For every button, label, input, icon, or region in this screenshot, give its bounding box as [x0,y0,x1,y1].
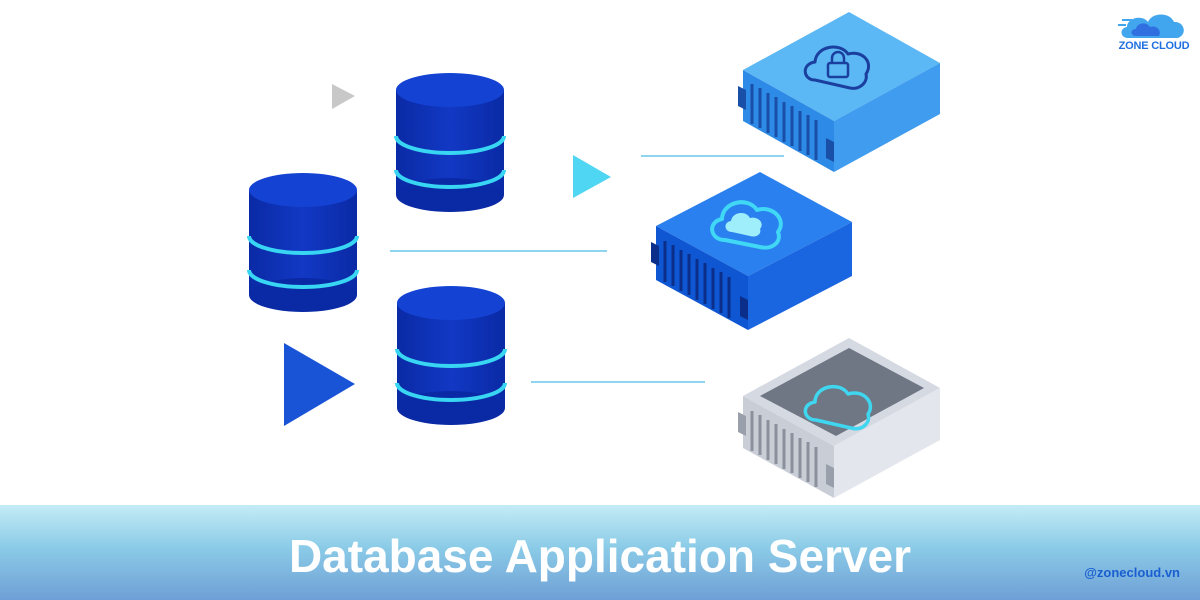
arrow-cyan-icon [573,155,611,198]
vent-grille [663,241,731,318]
social-handle: @zonecloud.vn [1084,565,1180,580]
server-cloud [651,172,852,330]
zonecloud-logo: ZONE CLOUD [1112,10,1192,54]
database-icon [394,73,506,212]
architecture-illustration [247,12,940,498]
cloud-lock-icon [803,45,871,90]
vent-grille [750,84,818,160]
server-secure [738,12,940,172]
cloud-logo-icon [1118,14,1184,38]
vent-grille [750,411,818,487]
page-title: Database Application Server [288,530,912,582]
arrow-gray-icon [332,84,355,109]
arrow-blue-icon [284,343,355,426]
database-icon [247,173,359,312]
database-icon [395,286,507,425]
logo-text: ZONE CLOUD [1118,40,1190,52]
cloud-icon [710,200,783,250]
cloud-outline-icon [803,384,873,431]
server-backup [738,338,940,498]
title-banner: Database Application Server @zonecloud.v… [0,505,1200,600]
